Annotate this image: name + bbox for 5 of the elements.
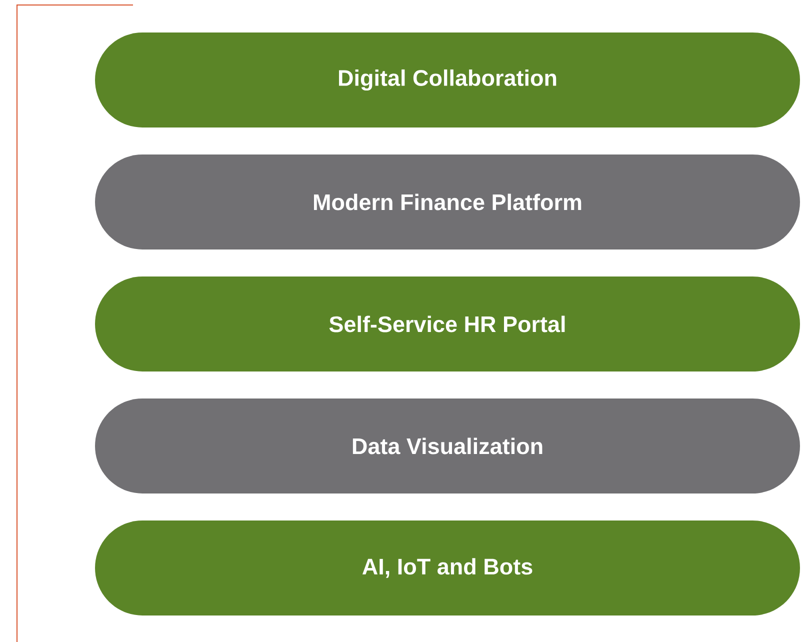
pill-box: Self-Service HR Portal [95, 276, 800, 372]
pill-box: Digital Collaboration [95, 32, 800, 128]
pill-box: Data Visualization [95, 398, 800, 494]
pill-box: Modern Finance Platform [95, 154, 800, 250]
pill-box: AI, IoT and Bots [95, 520, 800, 616]
